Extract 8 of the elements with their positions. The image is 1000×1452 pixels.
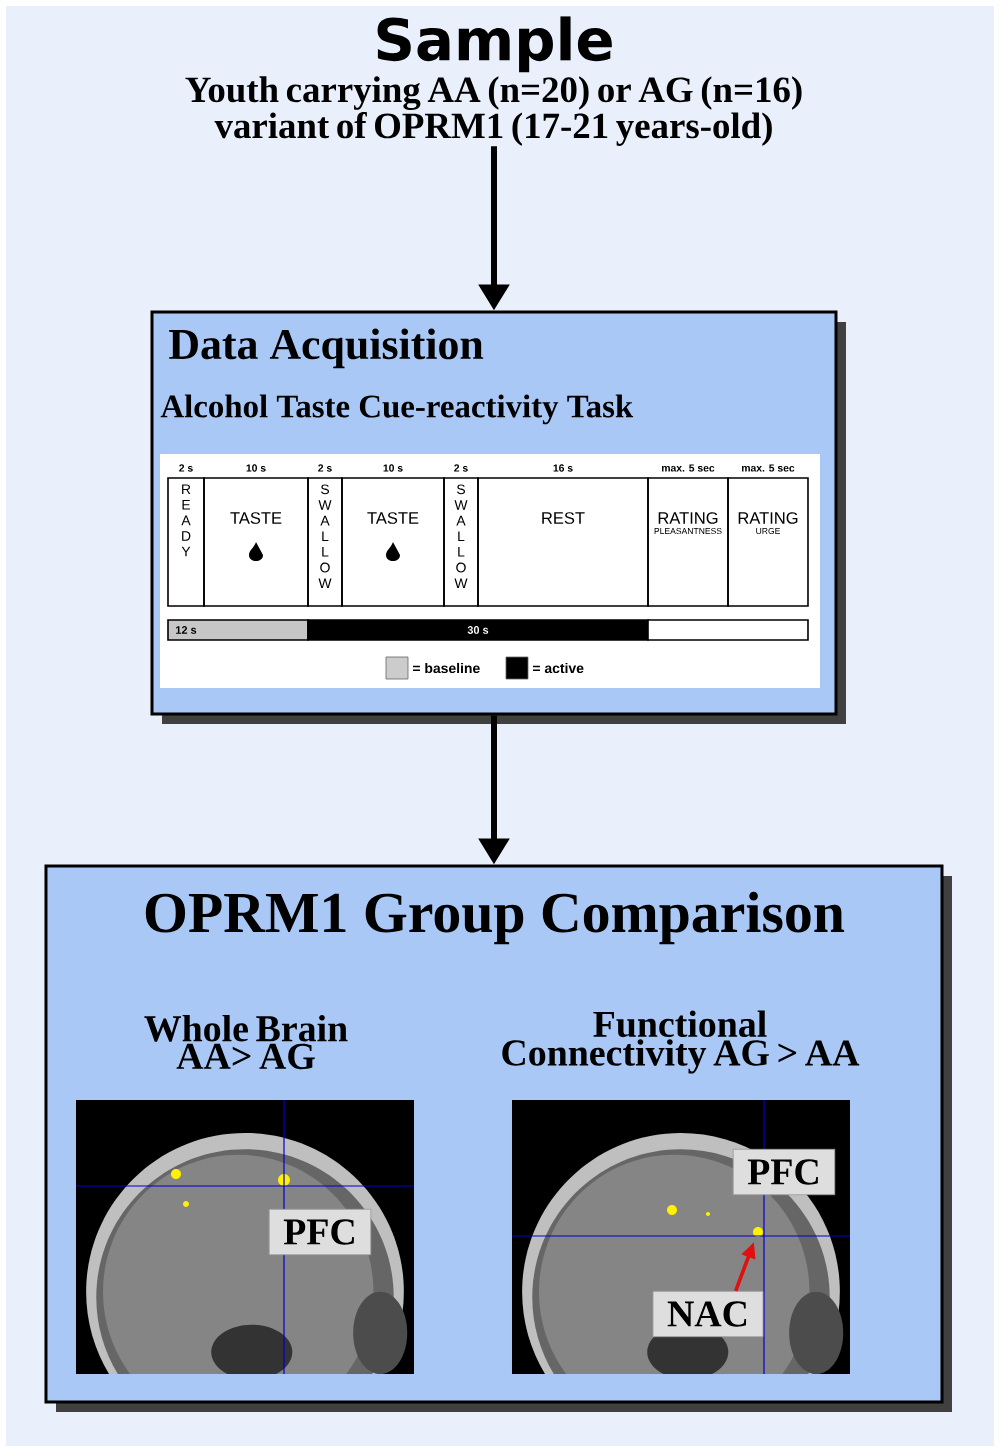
timeline-cell: REST [477, 477, 649, 607]
region-label: PFC [268, 1208, 372, 1256]
region-label: NAC [652, 1290, 764, 1338]
timeline-cell: TASTE [203, 477, 309, 607]
region-label: PFC [732, 1148, 836, 1196]
heading: Sample Youth carrying AA (n=20) or AG (n=16) variant of OPRM1 (17-21 years-old) [185, 16, 802, 146]
timeline-cell: TASTE [341, 477, 445, 607]
bar-segment [647, 619, 809, 641]
